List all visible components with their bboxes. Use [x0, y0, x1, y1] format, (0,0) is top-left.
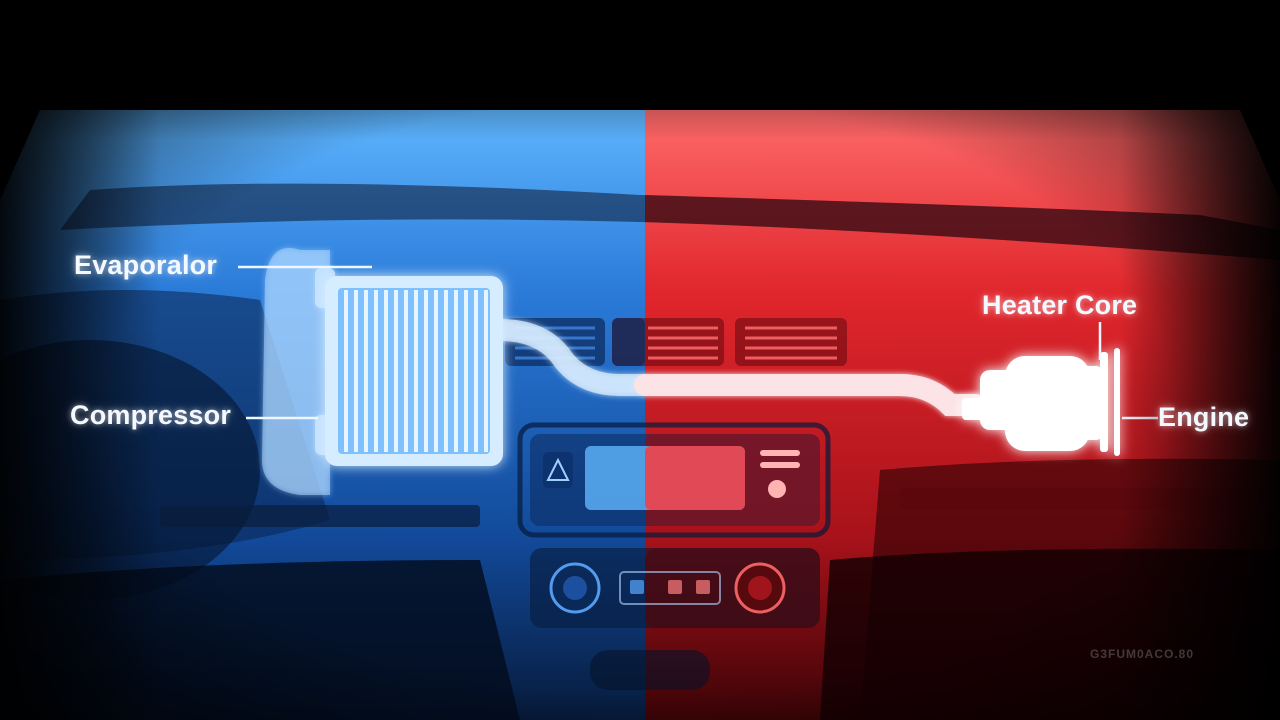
engine-label: Engine: [1158, 402, 1250, 432]
compressor-label: Compressor: [70, 400, 232, 430]
evaporator-label: Evaporalor: [74, 250, 218, 280]
heater-core-label: Heater Core: [982, 290, 1138, 320]
watermark: G3FUM0ACO.80: [1090, 647, 1195, 661]
